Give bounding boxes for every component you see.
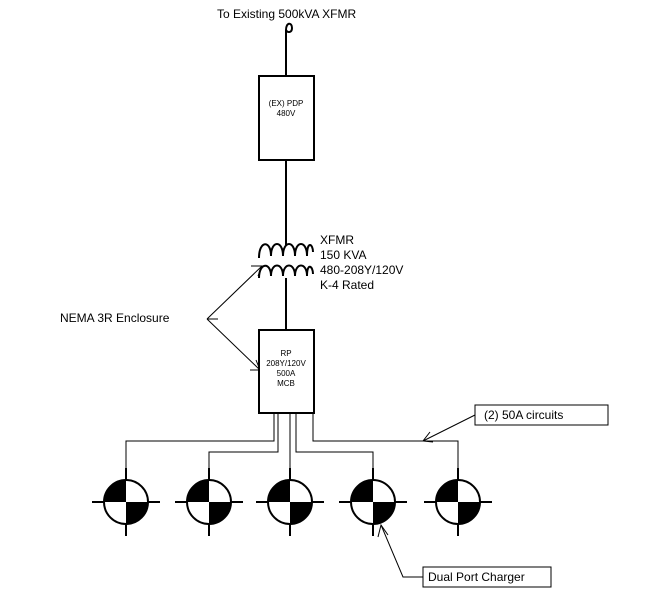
pdp-label-line1: (EX) PDP xyxy=(269,99,304,108)
rp-label-line3: 500A xyxy=(277,369,296,378)
branch-circuits xyxy=(125,413,459,470)
enclosure-arrows xyxy=(206,265,263,371)
xfmr-label-line3: 480-208Y/120V xyxy=(320,263,403,277)
charger-1 xyxy=(92,468,160,536)
rp-label-line2: 208Y/120V xyxy=(266,359,306,368)
charger-5 xyxy=(424,468,492,536)
source-connection-symbol xyxy=(285,22,294,44)
charger-note-arrow xyxy=(377,523,423,578)
xfmr-label-line1: XFMR xyxy=(320,233,354,247)
pdp-box xyxy=(258,75,315,161)
rp-box xyxy=(258,329,315,414)
transformer-symbol xyxy=(258,243,314,279)
xfmr-label-line2: 150 KVA xyxy=(320,248,366,262)
circuits-note: (2) 50A circuits xyxy=(484,408,563,422)
charger-2 xyxy=(175,468,243,536)
enclosure-note: NEMA 3R Enclosure xyxy=(60,311,170,325)
charger-3 xyxy=(256,468,324,536)
charger-4 xyxy=(339,468,407,536)
rp-label-line4: MCB xyxy=(277,379,295,388)
source-label: To Existing 500kVA XFMR xyxy=(217,7,357,21)
pdp-label-line2: 480V xyxy=(277,109,296,118)
xfmr-label-line4: K-4 Rated xyxy=(320,278,374,292)
rp-label-line1: RP xyxy=(280,349,291,358)
charger-note: Dual Port Charger xyxy=(428,570,525,584)
circuits-note-arrow xyxy=(422,414,476,443)
